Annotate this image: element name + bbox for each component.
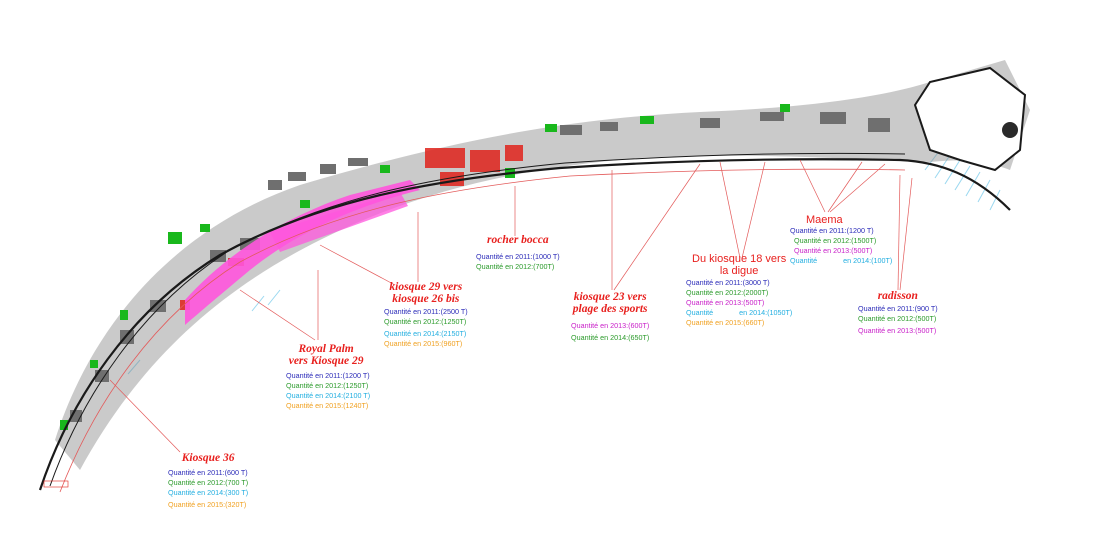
quantity-2014: Quantité en 2014:(2150T) xyxy=(384,329,467,338)
quantity-2014: Quantité en 2014:(100T) xyxy=(790,256,893,265)
quantity-2011: Quantité en 2011:(2500 T) xyxy=(384,307,468,316)
zone-rocher-bocca: rocher bocca Quantité en 2011:(1000 T) Q… xyxy=(476,234,560,272)
quantity-2012: Quantité en 2012:(1250T) xyxy=(384,317,467,326)
quantity-list: Quantité en 2011:(1200 T) Quantité en 20… xyxy=(286,371,370,411)
quantity-2011: Quantité en 2011:(3000 T) xyxy=(686,278,770,287)
quantity-2015: Quantité en 2015:(960T) xyxy=(384,339,463,348)
quantity-2013: Quantité en 2013:(500T) xyxy=(858,326,937,335)
quantity-2012: Quantité en 2012:(700T) xyxy=(476,262,555,271)
beach-line xyxy=(59,168,906,493)
quantity-2015: Quantité en 2015:(320T) xyxy=(168,500,247,509)
quantity-list: Quantité en 2011:(3000 T) Quantité en 20… xyxy=(686,278,792,328)
promenade-ramp xyxy=(270,192,408,252)
quantity-list: Quantité en 2011:(1200 T) Quantité en 20… xyxy=(790,226,892,266)
coast-road-outer xyxy=(38,158,1011,491)
harbour xyxy=(913,66,1027,172)
quantity-list: Quantité en 2011:(1000 T) Quantité en 20… xyxy=(476,252,560,272)
legend-mark xyxy=(43,480,69,488)
quantity-2011: Quantité en 2011:(600 T) xyxy=(168,468,248,477)
quantity-2012: Quantité en 2012:(2000T) xyxy=(686,288,769,297)
quantity-2015: Quantité en 2015:(660T) xyxy=(686,318,765,327)
quantity-2014: Quantité en 2014:(650T) xyxy=(571,333,650,342)
quantity-list: Quantité en 2013:(600T) Quantité en 2014… xyxy=(571,321,649,343)
leader-lines xyxy=(109,159,913,453)
urban-detail xyxy=(180,145,523,310)
zone-title: Kiosque 36 xyxy=(181,452,235,464)
quantity-list: Quantité en 2011:(900 T) Quantité en 201… xyxy=(858,304,938,336)
quantity-2014: Quantité en 2014:(1050T) xyxy=(686,308,793,317)
quantity-2012: Quantité en 2012:(700 T) xyxy=(168,478,249,487)
quantity-2014: Quantité en 2014:(2100 T) xyxy=(286,391,371,400)
coast-road-inner xyxy=(49,152,906,487)
quantity-2012: Quantité en 2012:(500T) xyxy=(858,314,937,323)
quantity-2013: Quantité en 2013:(500T) xyxy=(794,246,873,255)
zone-radisson: radisson Quantité en 2011:(900 T) Quanti… xyxy=(858,290,938,336)
quantity-2014: Quantité en 2014:(300 T) xyxy=(168,488,249,497)
quantity-2015: Quantité en 2015:(1240T) xyxy=(286,401,369,410)
quantity-list: Quantité en 2011:(600 T) Quantité en 201… xyxy=(168,468,248,510)
zone-title: radisson xyxy=(877,290,918,302)
harbour-water xyxy=(127,149,1001,375)
zone-maema: Maema Quantité en 2011:(1200 T) Quantité… xyxy=(790,214,892,266)
quantity-2011: Quantité en 2011:(1200 T) xyxy=(790,226,874,235)
quantity-2012: Quantité en 2012:(1250T) xyxy=(286,381,369,390)
quantity-2011: Quantité en 2011:(1000 T) xyxy=(476,252,560,261)
quantity-list: Quantité en 2011:(2500 T) Quantité en 20… xyxy=(384,307,468,349)
zone-title: Maema xyxy=(806,214,843,226)
quantity-2013: Quantité en 2013:(600T) xyxy=(571,321,650,330)
quantity-2011: Quantité en 2011:(900 T) xyxy=(858,304,938,313)
zone-title: rocher bocca xyxy=(487,234,549,246)
quantity-2012: Quantité en 2012:(1500T) xyxy=(794,236,877,245)
quantity-2011: Quantité en 2011:(1200 T) xyxy=(286,371,370,380)
zone-kiosque-36: Kiosque 36 Quantité en 2011:(600 T) Quan… xyxy=(168,452,248,510)
harbour-marker xyxy=(1002,122,1018,138)
quantity-2013: Quantité en 2013:(500T) xyxy=(686,298,765,307)
